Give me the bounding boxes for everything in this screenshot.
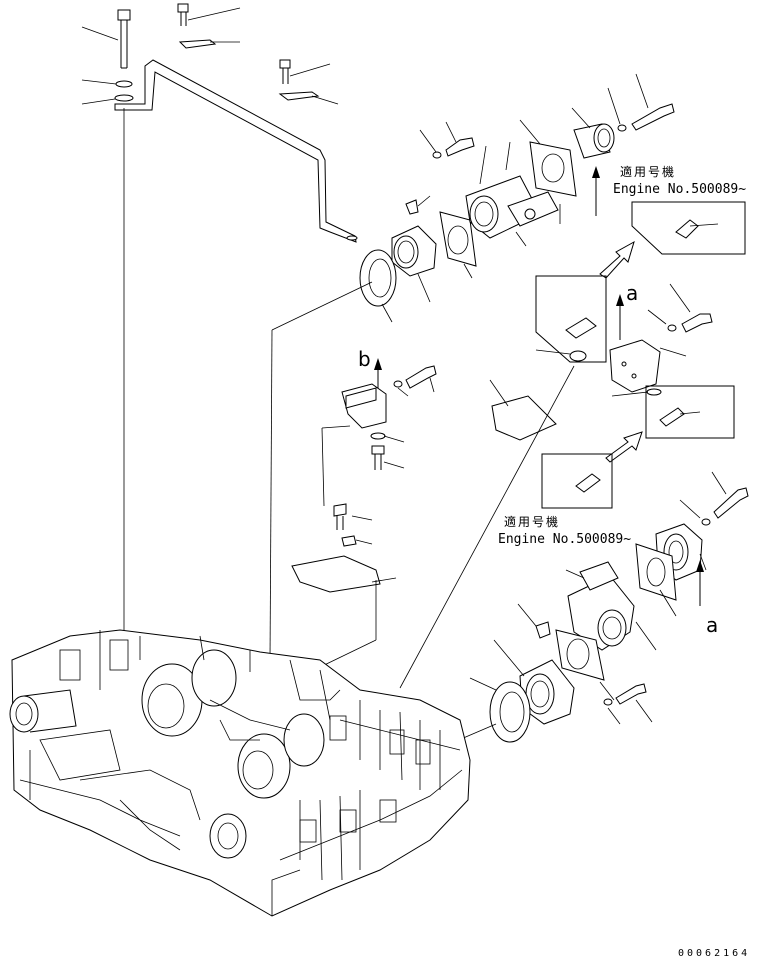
- marker-a-upper: a: [626, 281, 638, 305]
- turbo-intake-left: [9, 695, 39, 733]
- note-1-engine-no: Engine No.500089~: [613, 182, 746, 197]
- bracket-a-assembly: a: [399, 275, 735, 689]
- direction-arrow-2: [605, 431, 643, 463]
- long-bolt-head: [117, 9, 131, 21]
- lower-valve-assembly: a: [439, 471, 749, 749]
- direction-arrow: [599, 240, 635, 279]
- note-2-detail-box: [541, 453, 613, 509]
- support-bracket-group: [81, 3, 358, 640]
- drawing-code: 00062164: [678, 948, 750, 959]
- view-a-box: [535, 275, 607, 363]
- bracket-b-assembly: b: [291, 347, 437, 671]
- washer: [114, 94, 134, 102]
- note-2-jp: 適用号機: [504, 514, 560, 529]
- lower-plate-bracket: [291, 555, 381, 593]
- upper-valve-assembly: [269, 73, 675, 661]
- view-a2-box: [645, 385, 735, 439]
- engine-block: [9, 629, 471, 917]
- applicable-note-2: 適用号機 Engine No.500089~: [498, 514, 631, 547]
- support-bracket: [114, 59, 357, 243]
- note-1-jp: 適用号機: [620, 164, 676, 179]
- note-1-detail-box: [631, 201, 746, 255]
- base-bracket: [491, 395, 557, 441]
- mount-bracket-a: [609, 339, 661, 393]
- turbocharger-2: [237, 733, 291, 799]
- marker-b-lower: b: [358, 347, 371, 371]
- applicable-note-1: 適用号機 Engine No.500089~: [599, 164, 746, 279]
- marker-a-lower: a: [706, 613, 718, 637]
- turbo-intake-right: [209, 813, 247, 859]
- note-2-engine-no: Engine No.500089~: [498, 532, 631, 547]
- washer: [115, 80, 133, 88]
